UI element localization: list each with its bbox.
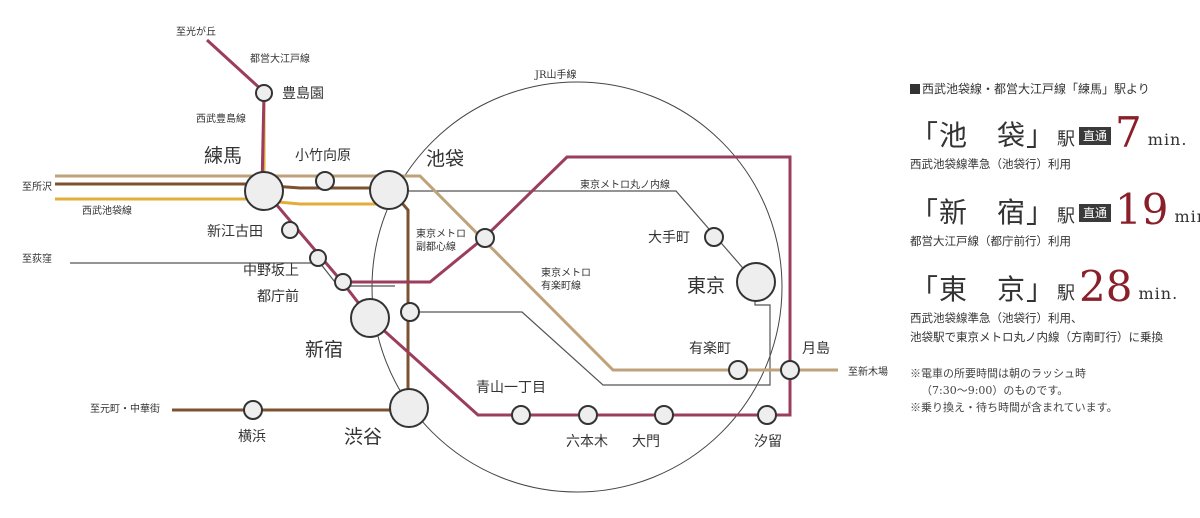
route-note: 池袋駅で東京メトロ丸ノ内線（方南町行）に乗換 [910,330,1163,344]
route-note: 都営大江戸線（都庁前行）利用 [910,234,1071,248]
station-tokyo[interactable] [736,262,776,302]
station-nakanosakaue[interactable] [309,249,327,267]
station-suffix: 駅 [1057,283,1076,304]
minutes-unit: min. [1174,207,1200,226]
station-tsukishima[interactable] [780,360,800,380]
label-motomachi: 至元町・中華街 [90,402,160,415]
fukutoshin-line [55,182,410,408]
station-roppongi[interactable] [578,405,598,425]
label-tsukishima: 月島 [802,341,830,357]
yamanote-loop [371,81,783,493]
label-daimon: 大門 [632,434,660,450]
panel-header-text: 西武池袋線・都営大江戸線「練馬」駅より [922,82,1150,96]
label-kotakemukaihara: 小竹向原 [295,148,351,164]
footnote-line: ※電車の所要時間は朝のラッシュ時 [910,367,1086,380]
station-marunouchi-mid[interactable] [475,228,495,248]
label-yurakucho-1: 東京メトロ [541,266,591,279]
square-icon [910,84,920,94]
station-yurakucho[interactable] [728,360,748,380]
station-ikebukuro[interactable] [369,170,409,210]
station-toshimaen[interactable] [255,84,273,102]
label-otemachi: 大手町 [648,230,690,246]
station-nerima[interactable] [244,171,284,211]
station-yokohama[interactable] [243,400,263,420]
ogikubo-branch [70,262,395,287]
station-tochomae[interactable] [334,273,352,291]
yurakucho-line [55,174,838,372]
label-nerima: 練馬 [204,145,242,167]
label-shinjuku: 新宿 [305,339,343,361]
station-otemachi[interactable] [704,227,724,247]
label-fukutoshin-2: 副都心線 [416,240,456,253]
station-suffix: 駅 [1057,129,1076,150]
station-aoyama[interactable] [511,405,531,425]
label-roppongi: 六本木 [566,434,608,450]
label-tochomae: 都庁前 [257,288,299,305]
label-fukutoshin-1: 東京メトロ [416,227,466,240]
station-markers [243,84,800,428]
route-tokyo: 「東 京」駅28 min. 西武池袋線準急（池袋行）利用、 池袋駅で東京メトロ丸ノ… [910,265,1195,347]
route-station: 「東 京」 [910,273,1056,306]
route-note: 西武池袋線準急（池袋行）利用、 [910,311,1083,325]
label-marunouchi: 東京メトロ丸ノ内線 [580,178,670,191]
direct-badge: 直通 [1079,127,1112,145]
station-shibuya[interactable] [389,388,429,428]
label-yamanote: JR山手線 [534,68,577,81]
label-hikarigaoka: 至光が丘 [176,25,216,38]
label-ogikubo: 至荻窪 [22,252,52,265]
label-toshimaen: 豊島園 [282,86,324,102]
minutes-unit: min. [1138,284,1179,303]
label-aoyama: 青山一丁目 [476,380,546,396]
label-shibuya: 渋谷 [344,426,382,448]
footnote-line: （7:30〜9:00）のものです。 [921,384,1069,397]
station-kotakemukaihara[interactable] [315,171,335,191]
station-fukutoshin-mid[interactable] [400,302,420,322]
route-minutes: 19 [1115,185,1169,234]
seibu-ikebukuro-line [55,197,389,206]
station-suffix: 駅 [1057,206,1076,227]
label-oedo: 都営大江戸線 [250,52,310,65]
station-daimon[interactable] [654,405,674,425]
oedo-line-loop [262,155,792,417]
route-station: 「新 宿」 [910,196,1056,229]
label-yurakucho-2: 有楽町線 [541,279,581,292]
route-minutes: 28 [1079,262,1133,311]
station-shinjuku[interactable] [350,298,390,338]
label-yurakucho: 有楽町 [689,341,731,357]
label-nakanosakaue: 中野坂上 [243,263,299,279]
footnote-line: ※乗り換え・待ち時間が含まれています。 [910,401,1118,414]
panel-header: 西武池袋線・都営大江戸線「練馬」駅より [910,80,1195,97]
label-seibu-ikebukuro: 西武池袋線 [82,204,132,217]
minutes-unit: min. [1147,130,1188,149]
label-shiodome: 汐留 [754,434,782,450]
direct-badge: 直通 [1079,204,1112,222]
label-tokorozawa: 至所沢 [22,180,52,193]
route-note: 西武池袋線準急（池袋行）利用 [910,157,1071,171]
label-toshima-line: 西武豊島線 [196,112,246,125]
label-shinkiba: 至新木場 [848,365,888,378]
label-tokyo: 東京 [687,275,725,297]
marunouchi-line [390,190,771,386]
route-minutes: 7 [1115,108,1142,157]
label-shinegota: 新江古田 [207,224,263,240]
label-ikebukuro: 池袋 [426,148,464,170]
footnotes: ※電車の所要時間は朝のラッシュ時 （7:30〜9:00）のものです。 ※乗り換え… [910,365,1195,416]
route-station: 「池 袋」 [910,119,1056,152]
route-map: 至光が丘 都営大江戸線 豊島園 西武豊島線 練馬 小竹向原 池袋 JR山手線 東… [22,25,888,493]
station-shinegota[interactable] [281,221,299,239]
label-yokohama: 横浜 [238,429,266,445]
station-shiodome[interactable] [757,405,777,425]
